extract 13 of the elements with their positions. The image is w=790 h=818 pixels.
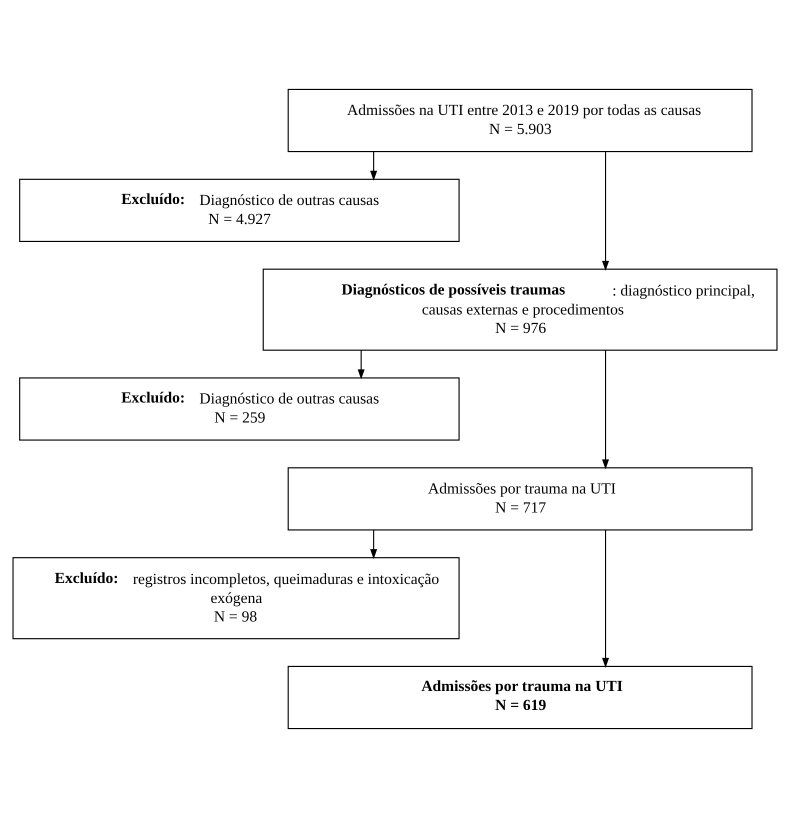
node-box: Excluído: Diagnóstico de outras causas N = 259 bbox=[19, 377, 460, 441]
node-box: Admissões por trauma na UTI N = 619 bbox=[288, 666, 753, 730]
arrow bbox=[370, 152, 378, 181]
node-box: Diagnósticos de possíveis traumas: diagnóstico principal, causas externas e procedimentos N = 976 bbox=[262, 268, 778, 351]
arrow bbox=[370, 530, 378, 560]
node-box: Excluído: registros incompletos, queimaduras e intoxicação exógena N = 98 bbox=[12, 557, 460, 640]
node-box: Admissões por trauma na UTI N = 717 bbox=[288, 467, 753, 530]
arrow bbox=[358, 350, 365, 380]
arrow bbox=[602, 530, 610, 668]
arrow bbox=[602, 350, 610, 470]
arrow bbox=[602, 152, 610, 271]
node-box: Excluído: Diagnóstico de outras causas N = 4.927 bbox=[19, 178, 460, 242]
node-box: Admissões na UTI entre 2013 e 2019 por todas as causas N = 5.903 bbox=[288, 88, 753, 152]
